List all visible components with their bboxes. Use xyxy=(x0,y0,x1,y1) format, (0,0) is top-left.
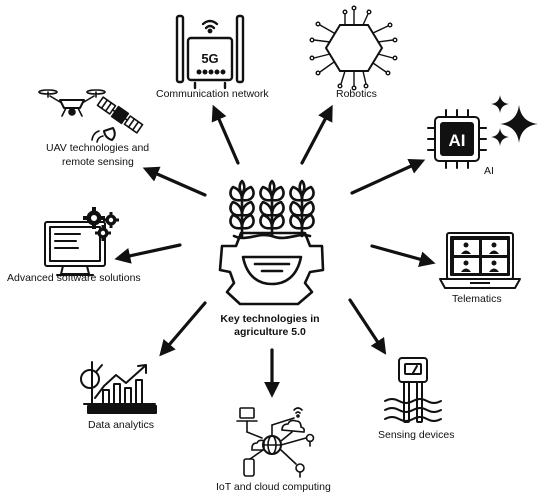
arrow-to-communication xyxy=(211,104,240,165)
gear-plants-icon xyxy=(218,179,325,306)
computer-gears-icon xyxy=(44,207,119,276)
arrow-to-software xyxy=(114,243,182,264)
ai-chip-icon: AI xyxy=(427,95,538,169)
laptop-video-call-icon xyxy=(439,232,521,289)
arrow-to-sensing xyxy=(348,298,387,355)
robotic-chip-icon xyxy=(309,5,398,91)
label-iot-cloud: IoT and cloud computing xyxy=(216,481,331,493)
arrow-to-ai xyxy=(350,158,426,195)
ai-icon-text: AI xyxy=(449,131,466,150)
label-data-analytics: Data analytics xyxy=(88,419,154,431)
analytics-chart-icon xyxy=(80,361,157,414)
label-uav-line1: UAV technologies and xyxy=(46,142,150,154)
label-advanced-software: Advanced software solutions xyxy=(7,272,141,284)
drone-satellite-icon xyxy=(38,89,144,143)
wheat-plant-middle xyxy=(259,179,285,238)
label-ai: AI xyxy=(484,165,494,177)
gear-icon xyxy=(83,207,119,241)
arrow-to-robotics xyxy=(300,104,333,165)
arrow-to-uav xyxy=(142,166,207,197)
center-title: Key technologies in agriculture 5.0 xyxy=(220,313,320,338)
sparkle-small-icon xyxy=(491,95,509,113)
5g-icon-text: 5G xyxy=(201,51,218,66)
soil-sensor-icon xyxy=(384,357,442,423)
sparkle-large-icon xyxy=(500,105,538,143)
label-sensing-devices: Sensing devices xyxy=(378,429,455,441)
label-telematics: Telematics xyxy=(452,293,502,305)
5g-router-icon: 5G xyxy=(175,14,245,90)
sparkle-small-icon xyxy=(491,128,509,146)
label-robotics: Robotics xyxy=(336,88,377,100)
label-communication-network: Communication network xyxy=(156,88,269,100)
arrow-to-analytics xyxy=(159,301,207,357)
satellite-icon xyxy=(96,96,144,134)
wheat-plant-right xyxy=(289,179,315,238)
arrow-to-telematics xyxy=(370,244,436,267)
iot-cloud-network-icon xyxy=(236,407,315,478)
label-uav-line2: remote sensing xyxy=(62,156,134,168)
wheat-plant-left xyxy=(229,179,255,238)
